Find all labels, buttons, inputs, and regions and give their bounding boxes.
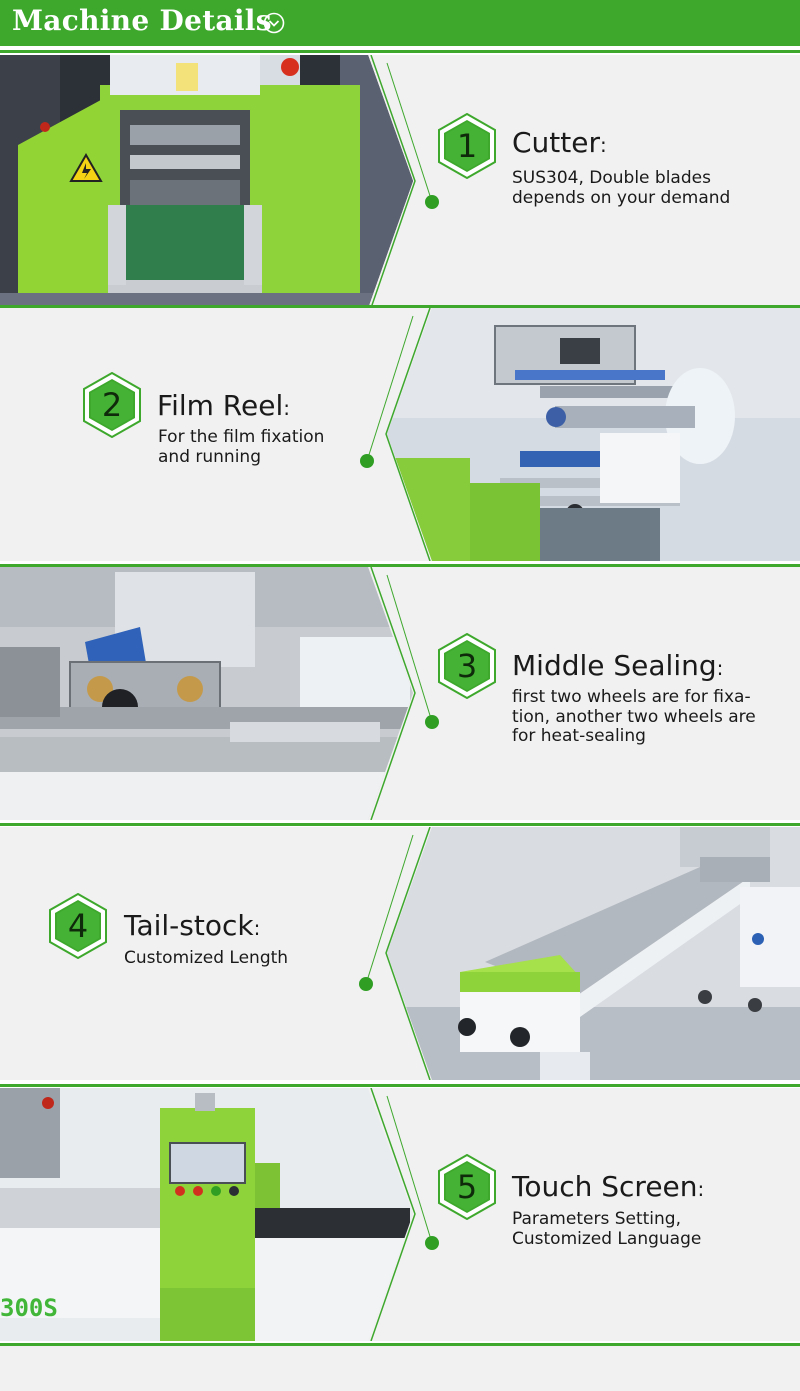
feature-number: 1 <box>456 127 478 165</box>
cutter-photo <box>0 55 800 308</box>
hexagon-badge-icon: 1 <box>437 113 497 179</box>
feature-title: Film Reel: <box>157 389 290 422</box>
header-title: Machine Details <box>12 4 272 37</box>
feature-description: SUS304, Double blades depends on your de… <box>512 168 731 208</box>
hexagon-badge-icon: 4 <box>48 893 108 959</box>
feature-section-film-reel: 2 Film Reel: For the film fixation and r… <box>0 308 800 561</box>
tail-stock-photo <box>0 827 800 1080</box>
feature-description: Customized Length <box>124 948 289 968</box>
section-divider <box>0 1343 800 1346</box>
header-bar: Machine Details <box>0 0 800 46</box>
feature-description: For the film fixation and running <box>158 427 325 467</box>
feature-description: first two wheels are for fixa- tion, ano… <box>512 687 756 746</box>
feature-section-cutter: 1 Cutter: SUS304, Double blades depends … <box>0 55 800 308</box>
section-divider <box>0 305 800 308</box>
hexagon-badge-icon: 2 <box>82 372 142 438</box>
feature-title: Cutter: <box>512 126 607 159</box>
feature-number: 4 <box>67 907 89 945</box>
section-divider <box>0 823 800 826</box>
feature-description: Parameters Setting, Customized Language <box>512 1209 702 1249</box>
feature-number: 3 <box>456 647 478 685</box>
touch-screen-photo: 300S <box>0 1088 800 1341</box>
header-divider <box>0 50 800 53</box>
feature-number: 2 <box>101 386 123 424</box>
feature-title: Tail-stock: <box>124 909 261 942</box>
middle-sealing-photo <box>0 567 800 820</box>
feature-title: Middle Sealing: <box>512 649 724 682</box>
film-reel-photo <box>0 308 800 561</box>
bottom-strip <box>0 1346 800 1391</box>
model-text: 300S <box>0 1294 58 1322</box>
feature-number: 5 <box>456 1168 478 1206</box>
feature-section-middle-sealing: 3 Middle Sealing: first two wheels are f… <box>0 567 800 820</box>
section-divider <box>0 564 800 567</box>
section-divider <box>0 1084 800 1087</box>
feature-section-touch-screen: 300S 5 Touch Screen: Parameters Setting,… <box>0 1088 800 1341</box>
hexagon-badge-icon: 3 <box>437 633 497 699</box>
hexagon-badge-icon: 5 <box>437 1154 497 1220</box>
feature-title: Touch Screen: <box>512 1170 705 1203</box>
chevron-down-circle-icon[interactable] <box>263 12 285 34</box>
feature-section-tail-stock: 4 Tail-stock: Customized Length <box>0 827 800 1080</box>
